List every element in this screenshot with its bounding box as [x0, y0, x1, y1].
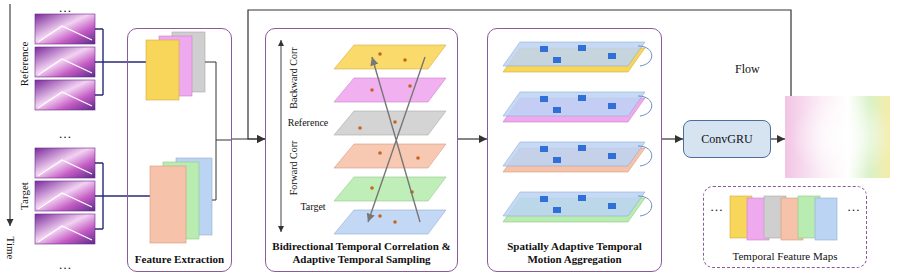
- stage-box: Spatially Adaptive Temporal Motion Aggre…: [487, 28, 662, 272]
- connector: [771, 138, 785, 139]
- time-axis: [9, 4, 10, 226]
- axis-label: Time: [5, 237, 16, 260]
- aggregation-loop: [638, 46, 652, 216]
- plane-label: Reference: [288, 118, 329, 128]
- connector: [662, 138, 683, 139]
- correlation-planes: [334, 45, 446, 234]
- ellipsis: …: [59, 1, 72, 14]
- merge-line: [205, 62, 232, 200]
- node-text: Spatially Adaptive Temporal Motion Aggre…: [488, 240, 661, 266]
- corr-axis: [281, 40, 282, 232]
- plane-label: Target: [300, 202, 325, 212]
- node-text: Temporal Feature Maps: [704, 250, 866, 262]
- feature-maps: [146, 32, 212, 243]
- axis-label: Target: [19, 182, 30, 210]
- stage-box: Feature Extraction: [127, 28, 232, 272]
- cross-correlation: [368, 57, 425, 222]
- node-text: ConvGRU: [684, 132, 770, 147]
- input-bracket: [95, 29, 150, 229]
- target-frames: [35, 148, 95, 244]
- flow-image: [785, 96, 890, 178]
- node-text: …: [710, 199, 723, 215]
- aggregation-planes: [503, 42, 645, 222]
- motion-patches: [540, 45, 616, 213]
- ellipsis: …: [59, 127, 72, 140]
- ellipsis: …: [59, 258, 72, 271]
- temporal-maps: [730, 196, 837, 240]
- flow-output: Flow: [785, 96, 890, 178]
- axis-label: Forward Corr: [289, 141, 299, 196]
- legend-box: … … Temporal Feature Maps: [703, 186, 867, 268]
- node-text: Flow: [735, 62, 760, 77]
- node-text: Bidirectional Temporal Correlation & Ada…: [266, 240, 457, 266]
- node-text: Feature Extraction: [128, 253, 231, 266]
- node-text: …: [847, 199, 860, 215]
- axis-label: Backward Corr: [289, 47, 299, 108]
- sample-points: [358, 52, 420, 224]
- reference-frames: [35, 14, 95, 110]
- axis-label: Reference: [19, 42, 30, 87]
- connector: [458, 138, 487, 139]
- process-box: ConvGRU: [683, 120, 771, 158]
